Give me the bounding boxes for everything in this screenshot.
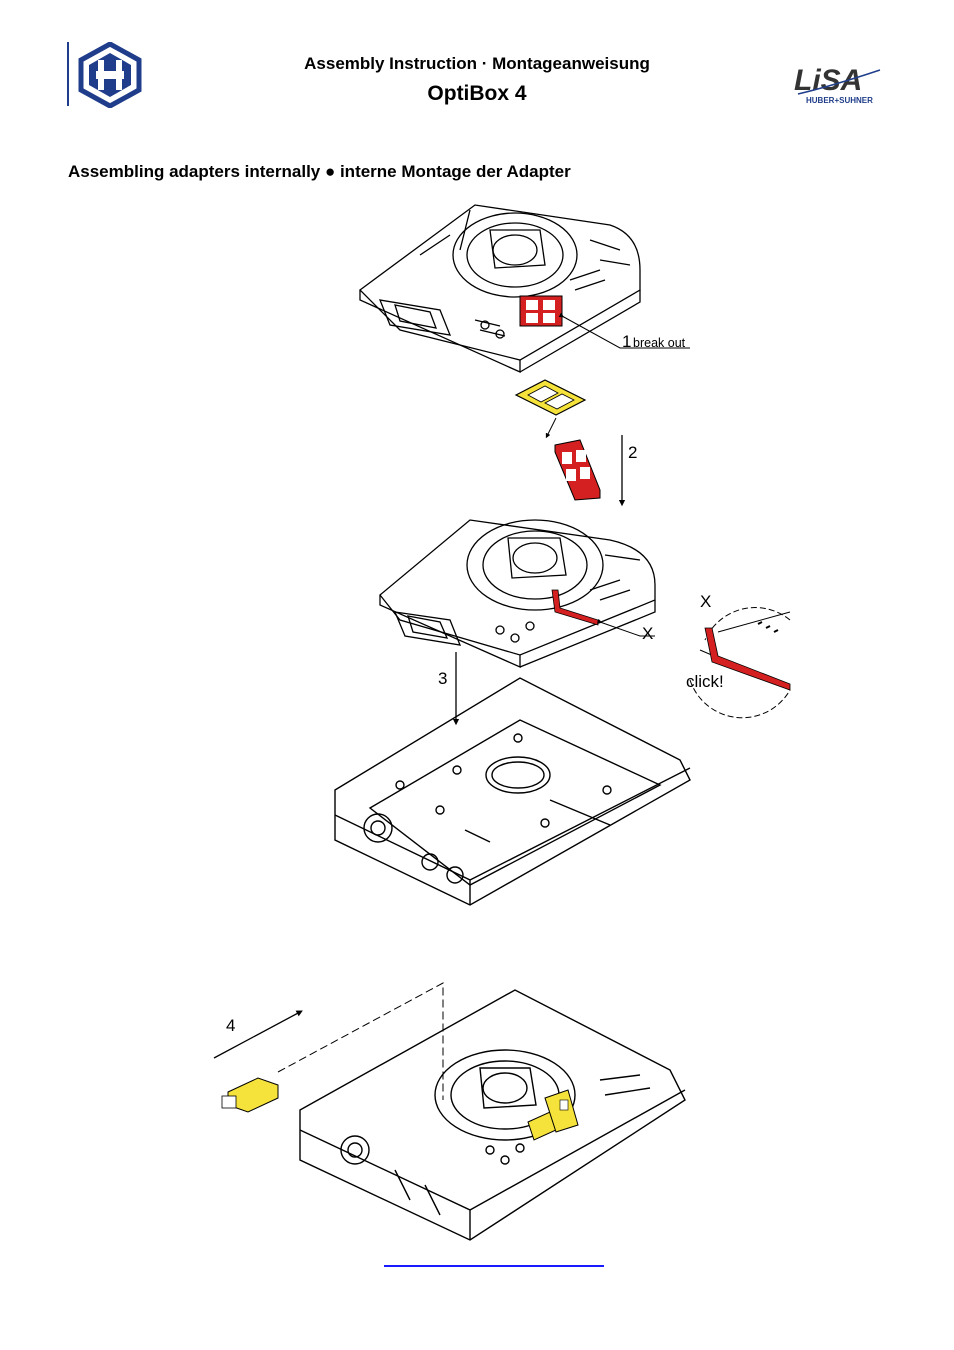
optibox-base	[334, 677, 691, 906]
step4-number: 4	[226, 1016, 235, 1035]
hex-logo-letter: H	[110, 81, 111, 83]
frame-insert-arrow	[545, 417, 557, 439]
lisa-logo-subtext: HUBER+SUHNER	[806, 96, 873, 105]
section-title: Assembling adapters internally ● interne…	[68, 162, 571, 181]
step1-label: break out	[633, 336, 686, 350]
page-title: OptiBox 4	[427, 82, 527, 105]
yellow-sc-adapter	[221, 1077, 279, 1113]
detail-x-marker: X	[642, 624, 653, 643]
insertion-dashed-path	[277, 982, 444, 1100]
click-label: click!	[686, 672, 724, 691]
step4-arrow	[213, 1010, 303, 1059]
header-divider-line	[67, 42, 69, 106]
optibox-assembled	[299, 989, 686, 1241]
installed-yellow-adapter	[527, 1089, 579, 1141]
break-out-part-red	[519, 295, 563, 327]
step1-number: 1	[622, 332, 631, 351]
footer-link-underline[interactable]	[384, 1265, 604, 1267]
hubersuhner-hex-logo: H	[78, 42, 142, 108]
detail-x-callout	[689, 607, 791, 719]
step1-leader-line	[558, 312, 690, 349]
lisa-logo: LiSA HUBER+SUHNER	[794, 64, 881, 105]
splice-tray-top	[359, 204, 641, 374]
step3-number: 3	[438, 669, 447, 688]
detail-x-leader	[596, 618, 655, 637]
red-adapter-plate	[554, 439, 601, 501]
splice-tray-middle	[379, 519, 656, 668]
header-subtitle: Assembly Instruction · Montageanweisung	[304, 54, 650, 73]
inserted-red-plate	[551, 589, 599, 626]
step2-number: 2	[628, 443, 637, 462]
detail-callout-marker: X	[700, 592, 711, 611]
yellow-adapter-frame	[514, 379, 587, 416]
